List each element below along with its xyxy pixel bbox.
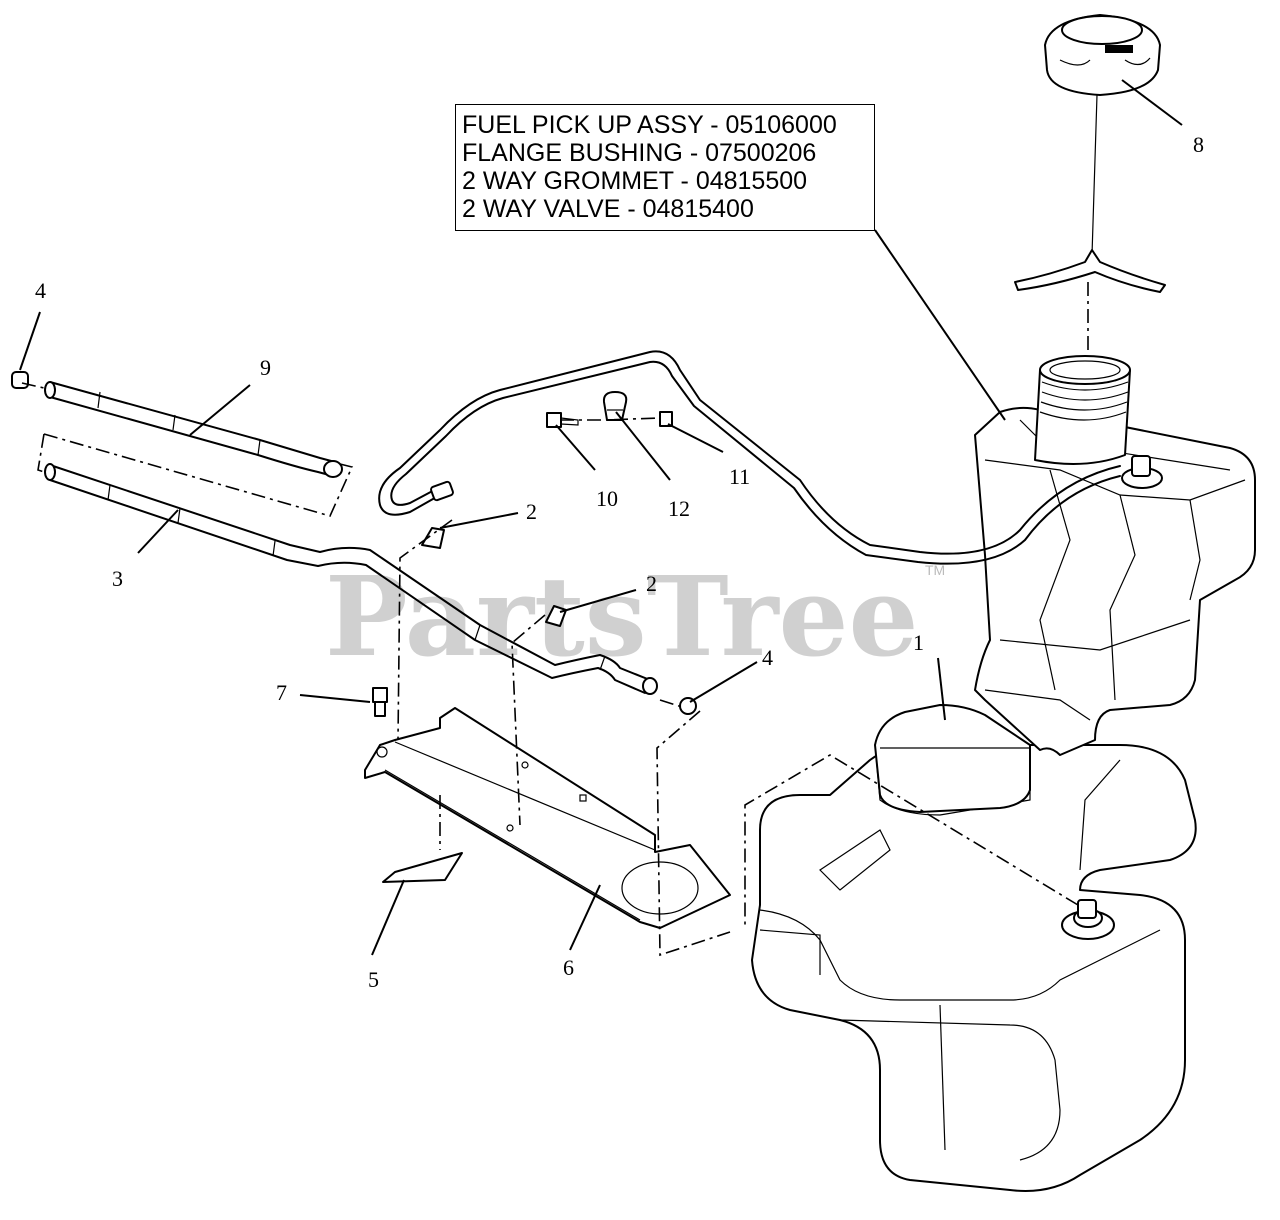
fitting-7: [372, 687, 388, 717]
callout-8: 8: [1193, 132, 1204, 157]
callout-6: 6: [563, 955, 574, 980]
partstree-watermark: PartsTree: [325, 552, 919, 681]
callout-7: 7: [276, 680, 287, 705]
callout-leaders: [19, 79, 1183, 956]
part-number-note-box: FUEL PICK UP ASSY - 05106000 FLANGE BUSH…: [455, 104, 875, 231]
callout-2-upper: 2: [526, 499, 537, 524]
callout-1: 1: [913, 630, 924, 655]
vent-hose: [378, 350, 1121, 555]
callout-4-right: 4: [762, 645, 773, 670]
fuel-tank: [751, 355, 1256, 1192]
clip-12: [602, 391, 628, 421]
note-line-valve: 2 WAY VALVE - 04815400: [462, 195, 754, 223]
callout-5: 5: [368, 967, 379, 992]
callout-2-lower: 2: [646, 571, 657, 596]
callout-11: 11: [729, 464, 750, 489]
callout-4-left: 4: [35, 278, 46, 303]
callout-9: 9: [260, 355, 271, 380]
note-line-flange-bushing: FLANGE BUSHING - 07500206: [462, 139, 817, 167]
callout-3: 3: [112, 566, 123, 591]
nut-11: [659, 411, 673, 427]
assembly-lines: [21, 282, 1089, 957]
tank-bracket: [364, 707, 731, 929]
fuel-hose-9: [44, 381, 343, 478]
hose-clip-2-upper: [421, 527, 445, 549]
fuel-hose-3: [44, 463, 658, 695]
callout-labels: 1 2 2 3 4 4 5 6 7 8 9 10 11 12: [35, 132, 1204, 992]
fuel-cap: [1014, 14, 1166, 293]
callout-10: 10: [596, 486, 618, 511]
callout-12: 12: [668, 496, 690, 521]
note-line-fuel-pickup: FUEL PICK UP ASSY - 05106000: [462, 111, 837, 139]
hose-cap-4-left: [11, 371, 29, 389]
note-line-grommet: 2 WAY GROMMET - 04815500: [462, 167, 808, 195]
bracket-pad: [382, 852, 463, 883]
trademark-mark: TM: [925, 562, 945, 578]
